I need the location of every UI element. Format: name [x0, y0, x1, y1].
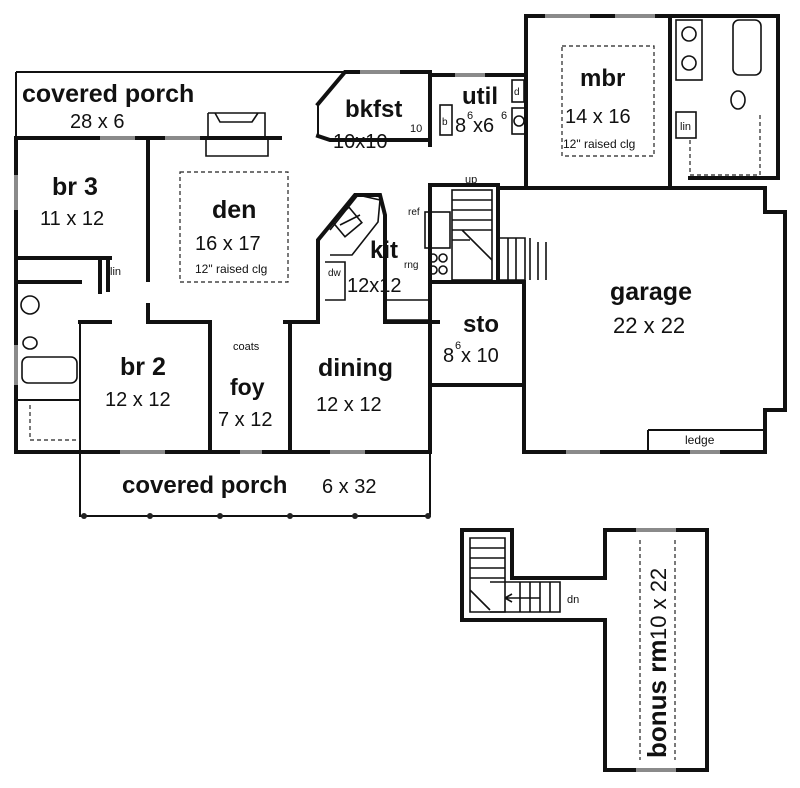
room-size-sto-b: x 10 — [461, 345, 499, 367]
label-dn: dn — [567, 594, 579, 606]
label-d: d — [514, 87, 520, 98]
room-name-kit: kit — [370, 237, 398, 264]
room-size-garage: 22 x 22 — [613, 313, 685, 338]
room-name-util: util — [462, 83, 498, 110]
room-size-util-b: x6 — [473, 115, 494, 137]
room-size-front-porch: 6 x 32 — [322, 476, 376, 498]
labels: covered porch 28 x 6 bkfst 10x10 10 util… — [22, 65, 715, 758]
room-name-bkfst: bkfst — [345, 96, 402, 123]
label-ledge: ledge — [685, 433, 715, 447]
label-up: up — [465, 174, 477, 186]
room-size-sto-a: 8 — [443, 345, 454, 367]
room-note-mbr: 12" raised clg — [563, 137, 635, 151]
room-name-br3: br 3 — [52, 173, 98, 201]
master-bath-fixtures — [675, 19, 762, 176]
label-lin-br: lin — [110, 266, 121, 278]
room-size-kit: 12x12 — [347, 275, 402, 297]
room-name-bonus: bonus rm — [642, 640, 672, 758]
room-name-foy: foy — [230, 374, 265, 400]
room-size-dining: 12 x 12 — [316, 394, 382, 416]
room-name-dining: dining — [318, 354, 393, 382]
room-name-mbr: mbr — [580, 65, 625, 92]
room-size-br3: 11 x 12 — [40, 208, 104, 230]
room-size-util-a: 8 — [455, 115, 466, 137]
room-name-den: den — [212, 196, 256, 224]
house-walls — [14, 14, 787, 454]
room-name-sto: sto — [463, 311, 499, 338]
bath-fixtures — [20, 295, 80, 441]
mbr-raised-ceiling — [561, 45, 655, 157]
stairs-main — [451, 189, 547, 281]
room-size-bkfst: 10x10 — [333, 131, 388, 153]
label-coats: coats — [233, 341, 260, 353]
label-lin-mbr: lin — [680, 121, 691, 133]
windows — [14, 14, 720, 454]
room-size-br2: 12 x 12 — [105, 389, 171, 411]
room-sup-util-a: 6 — [467, 110, 473, 122]
room-sup-bkfst: 10 — [410, 123, 422, 135]
room-size-den: 16 x 17 — [195, 233, 261, 255]
utility-fixtures — [439, 79, 527, 136]
bonus-room-walls — [460, 528, 709, 772]
room-name-garage: garage — [610, 278, 692, 306]
room-size-back-porch: 28 x 6 — [70, 111, 124, 133]
label-dw: dw — [328, 268, 342, 279]
room-size-foy: 7 x 12 — [218, 409, 272, 431]
label-rng: rng — [404, 260, 418, 271]
room-size-bonus: 10 x 22 — [646, 568, 671, 640]
den-raised-ceiling — [179, 171, 289, 283]
fireplace — [205, 112, 269, 157]
room-sup-util-b: 6 — [501, 110, 507, 122]
kitchen-counters — [325, 194, 451, 321]
room-note-den: 12" raised clg — [195, 262, 267, 276]
room-name-back-porch: covered porch — [22, 80, 194, 108]
label-ref: ref — [408, 207, 420, 218]
front-porch — [79, 452, 431, 519]
label-b: b — [442, 117, 448, 128]
room-name-front-porch: covered porch — [122, 472, 287, 499]
room-name-br2: br 2 — [120, 353, 166, 381]
room-size-mbr: 14 x 16 — [565, 106, 631, 128]
room-sup-sto: 6 — [455, 340, 461, 352]
